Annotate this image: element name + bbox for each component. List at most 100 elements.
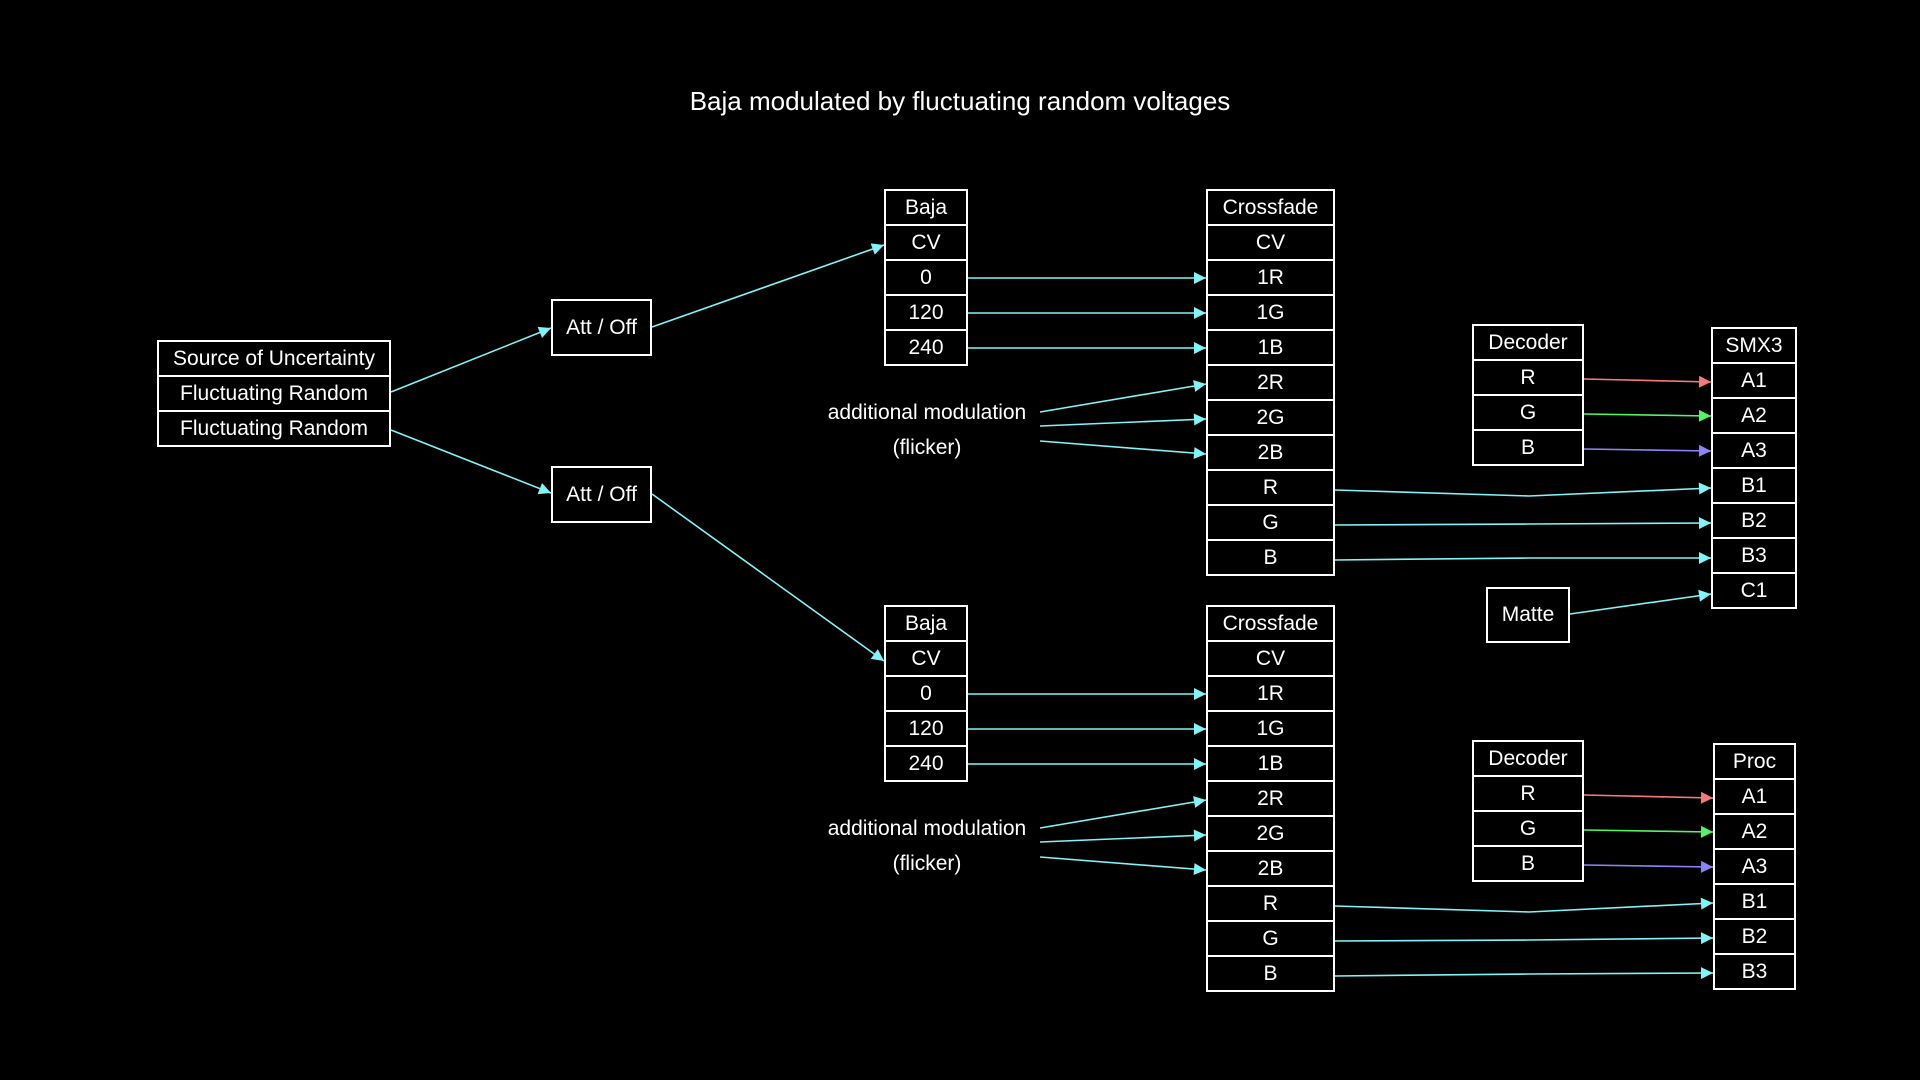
cable-decoder-top-b: [1583, 444, 1712, 457]
crossfade-top-port-b[interactable]: B: [1206, 539, 1335, 576]
baja-bottom-port-120[interactable]: 120: [884, 710, 968, 747]
crossfade-bottom-port-1b[interactable]: 1B: [1206, 745, 1335, 782]
crossfade-bottom-port-cv[interactable]: CV: [1206, 640, 1335, 677]
crossfade-bottom-port-2g[interactable]: 2G: [1206, 815, 1335, 852]
cable-decoder-top-r: [1583, 375, 1712, 388]
crossfade-bottom-port-1r[interactable]: 1R: [1206, 675, 1335, 712]
crossfade-top-port-1r[interactable]: 1R: [1206, 259, 1335, 296]
crossfade-bottom-port-1g[interactable]: 1G: [1206, 710, 1335, 747]
crossfade-top-port-1b[interactable]: 1B: [1206, 329, 1335, 366]
crossfade-bottom-port-r[interactable]: R: [1206, 885, 1335, 922]
source-output-1[interactable]: Fluctuating Random: [157, 375, 391, 412]
smx3-module: SMX3 A1 A2 A3 B1 B2 B3 C1: [1711, 327, 1797, 609]
decoder-top-port-r[interactable]: R: [1472, 359, 1584, 396]
cable-decoder-bottom-g: [1583, 825, 1714, 838]
modulation-note-bottom: additional modulation (flicker): [812, 811, 1042, 881]
crossfade-bottom-port-2b[interactable]: 2B: [1206, 850, 1335, 887]
cable-att-bottom-to-baja-bottom: [651, 493, 885, 662]
baja-top-port-cv[interactable]: CV: [884, 224, 968, 261]
cable-flicker-bottom-2r: [1039, 796, 1207, 829]
decoder-top-port-g[interactable]: G: [1472, 394, 1584, 431]
modulation-note-top-line1: additional modulation: [827, 401, 1027, 424]
decoder-bottom-header: Decoder: [1472, 740, 1584, 777]
decoder-bottom-port-g[interactable]: G: [1472, 810, 1584, 847]
crossfade-bottom-header: Crossfade: [1206, 605, 1335, 642]
crossfade-module-bottom: Crossfade CV 1R 1G 1B 2R 2G 2B R G B: [1206, 605, 1335, 992]
crossfade-top-port-g[interactable]: G: [1206, 504, 1335, 541]
crossfade-bottom-port-b[interactable]: B: [1206, 955, 1335, 992]
baja-module-top: Baja CV 0 120 240: [884, 189, 968, 366]
crossfade-top-port-cv[interactable]: CV: [1206, 224, 1335, 261]
baja-top-port-120[interactable]: 120: [884, 294, 968, 331]
cable-decoder-top-g: [1583, 409, 1712, 422]
smx3-port-a3[interactable]: A3: [1711, 432, 1797, 469]
modulation-note-bottom-line2: (flicker): [892, 852, 962, 875]
cable-flicker-top-2b: [1039, 440, 1207, 460]
cable-flicker-bottom-2g: [1039, 829, 1207, 843]
proc-module: Proc A1 A2 A3 B1 B2 B3: [1713, 743, 1796, 990]
modulation-note-top: additional modulation (flicker): [812, 395, 1042, 465]
cable-xfade-bottom-b-to-proc-b3: [1334, 967, 1714, 980]
crossfade-bottom-port-g[interactable]: G: [1206, 920, 1335, 957]
att-off-top[interactable]: Att / Off: [551, 299, 652, 356]
cable-xfade-top-g-to-smx3-b2: [1334, 517, 1712, 530]
crossfade-top-port-1g[interactable]: 1G: [1206, 294, 1335, 331]
proc-header: Proc: [1713, 743, 1796, 780]
baja-module-bottom: Baja CV 0 120 240: [884, 605, 968, 782]
baja-top-port-0[interactable]: 0: [884, 259, 968, 296]
att-off-bottom[interactable]: Att / Off: [551, 466, 652, 523]
cable-att-top-to-baja-top: [651, 243, 885, 328]
proc-port-a1[interactable]: A1: [1713, 778, 1796, 815]
cable-flicker-top-2r: [1039, 380, 1207, 413]
smx3-header: SMX3: [1711, 327, 1797, 364]
cable-xfade-top-b-to-smx3-b3: [1334, 552, 1711, 564]
cable-decoder-bottom-r: [1583, 791, 1714, 804]
cable-xfade-top-r-to-smx3-b1: [1334, 482, 1712, 497]
crossfade-top-port-2g[interactable]: 2G: [1206, 399, 1335, 436]
crossfade-top-header: Crossfade: [1206, 189, 1335, 226]
baja-bottom-port-240[interactable]: 240: [884, 745, 968, 782]
cable-matte-to-smx3-c1: [1569, 589, 1712, 615]
modulation-note-bottom-line1: additional modulation: [827, 817, 1027, 840]
smx3-port-c1[interactable]: C1: [1711, 572, 1797, 609]
smx3-port-b2[interactable]: B2: [1711, 502, 1797, 539]
smx3-port-b1[interactable]: B1: [1711, 467, 1797, 504]
crossfade-module-top: Crossfade CV 1R 1G 1B 2R 2G 2B R G B: [1206, 189, 1335, 576]
proc-port-a2[interactable]: A2: [1713, 813, 1796, 850]
proc-port-b3[interactable]: B3: [1713, 953, 1796, 990]
decoder-module-top: Decoder R G B: [1472, 324, 1584, 466]
smx3-port-a1[interactable]: A1: [1711, 362, 1797, 399]
source-module: Source of Uncertainty Fluctuating Random…: [157, 340, 391, 447]
baja-bottom-header: Baja: [884, 605, 968, 642]
cable-xfade-bottom-r-to-proc-b1: [1334, 897, 1714, 913]
source-header: Source of Uncertainty: [157, 340, 391, 377]
smx3-port-b3[interactable]: B3: [1711, 537, 1797, 574]
baja-bottom-port-cv[interactable]: CV: [884, 640, 968, 677]
cable-xfade-bottom-g-to-proc-b2: [1334, 932, 1714, 945]
baja-bottom-port-0[interactable]: 0: [884, 675, 968, 712]
proc-port-b1[interactable]: B1: [1713, 883, 1796, 920]
matte-module[interactable]: Matte: [1486, 587, 1570, 643]
proc-port-a3[interactable]: A3: [1713, 848, 1796, 885]
cable-source-to-att-bottom: [390, 429, 552, 495]
crossfade-top-port-2r[interactable]: 2R: [1206, 364, 1335, 401]
decoder-bottom-port-r[interactable]: R: [1472, 775, 1584, 812]
cable-source-to-att-top: [390, 326, 552, 393]
source-output-2[interactable]: Fluctuating Random: [157, 410, 391, 447]
diagram-title: Baja modulated by fluctuating random vol…: [689, 86, 1231, 116]
smx3-port-a2[interactable]: A2: [1711, 397, 1797, 434]
crossfade-top-port-2b[interactable]: 2B: [1206, 434, 1335, 471]
baja-top-port-240[interactable]: 240: [884, 329, 968, 366]
baja-top-header: Baja: [884, 189, 968, 226]
decoder-bottom-port-b[interactable]: B: [1472, 845, 1584, 882]
decoder-top-header: Decoder: [1472, 324, 1584, 361]
crossfade-top-port-r[interactable]: R: [1206, 469, 1335, 506]
cable-decoder-bottom-b: [1583, 860, 1714, 873]
modulation-note-top-line2: (flicker): [892, 436, 962, 459]
crossfade-bottom-port-2r[interactable]: 2R: [1206, 780, 1335, 817]
cable-flicker-bottom-2b: [1039, 856, 1207, 876]
decoder-top-port-b[interactable]: B: [1472, 429, 1584, 466]
proc-port-b2[interactable]: B2: [1713, 918, 1796, 955]
